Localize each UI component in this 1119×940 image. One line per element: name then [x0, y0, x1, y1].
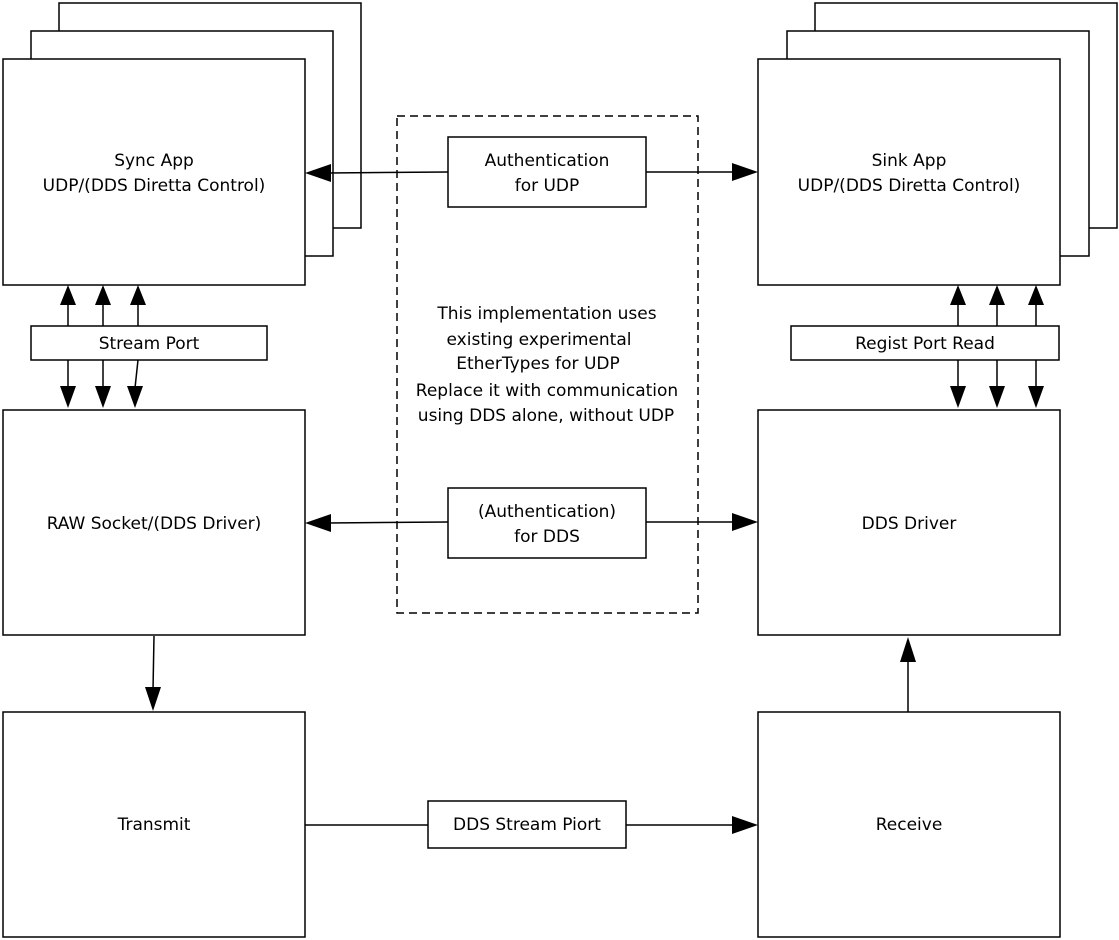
regist-port-read-node: Regist Port Read	[790, 325, 1060, 361]
sink-app-stack: Sink App UDP/(DDS Diretta Control)	[757, 2, 1118, 286]
receive-node: Receive	[757, 711, 1061, 938]
raw-to-transmit-line	[152, 635, 155, 691]
receive-to-driver-arrowhead	[900, 637, 916, 662]
note-line-1: This implementation uses	[436, 304, 656, 324]
regist-port-read-box	[790, 325, 1060, 361]
dds-stream-port-node: DDS Stream Piort	[427, 800, 627, 849]
sync-app-subtitle: UDP/(DDS Diretta Control)	[43, 176, 266, 196]
dashed-region	[396, 115, 699, 614]
stream-arrowhead-down-2	[95, 386, 111, 408]
auth-dds-to-raw-line	[326, 521, 449, 524]
regist-arrowhead-up-2	[989, 285, 1005, 305]
transmit-label: Transmit	[117, 815, 191, 835]
dds-driver-node: DDS Driver	[757, 409, 1061, 636]
raw-socket-box	[2, 409, 306, 636]
auth-udp-node: Authentication for UDP	[447, 136, 647, 208]
auth-udp-line1: Authentication	[485, 151, 610, 171]
stream-port-label: Stream Port	[99, 334, 200, 354]
auth-udp-box	[447, 136, 647, 208]
regist-arrowhead-up-3	[1028, 285, 1044, 305]
stream-port-node: Stream Port	[30, 325, 268, 361]
note-line-3: EtherTypes for UDP	[456, 354, 620, 374]
raw-socket-node: RAW Socket/(DDS Driver)	[2, 409, 306, 636]
stream-arrowhead-up-3	[130, 285, 146, 305]
dds-stream-port-label: DDS Stream Piort	[453, 815, 601, 835]
note-line-2: existing experimental	[447, 330, 632, 350]
sink-app-subtitle: UDP/(DDS Diretta Control)	[798, 176, 1021, 196]
regist-arrowhead-down-3	[1028, 386, 1044, 408]
sync-app-box	[2, 58, 306, 286]
receive-label: Receive	[876, 815, 943, 835]
sink-app-box	[757, 58, 1061, 286]
dds-driver-label: DDS Driver	[862, 514, 957, 534]
regist-port-arrows	[950, 285, 1044, 408]
stream-arrowhead-down-1	[60, 386, 76, 408]
regist-port-read-label: Regist Port Read	[855, 334, 995, 354]
stream-arrowhead-down-3	[127, 386, 143, 408]
auth-dds-line2: for DDS	[514, 527, 580, 547]
transmit-node: Transmit	[2, 711, 306, 938]
sync-app-stack: Sync App UDP/(DDS Diretta Control)	[2, 2, 362, 286]
note-text: This implementation uses existing experi…	[416, 304, 678, 426]
note-line-4: Replace it with communication	[416, 381, 678, 401]
dds-driver-box	[757, 409, 1061, 636]
regist-arrowhead-down-2	[989, 386, 1005, 408]
auth-udp-to-sync-arrowhead	[305, 164, 331, 182]
note-line-5: using DDS alone, without UDP	[418, 406, 674, 426]
auth-dds-to-driver-arrowhead	[732, 513, 758, 531]
auth-dds-line1: (Authentication)	[478, 502, 616, 522]
receive-box	[757, 711, 1061, 938]
auth-udp-line2: for UDP	[515, 176, 580, 196]
raw-to-transmit-arrowhead	[145, 687, 161, 711]
raw-socket-label: RAW Socket/(DDS Driver)	[47, 514, 262, 534]
auth-udp-to-sink-arrowhead	[732, 163, 758, 181]
sink-app-title: Sink App	[872, 151, 947, 171]
regist-arrowhead-up-1	[950, 285, 966, 305]
auth-dds-box	[447, 487, 647, 559]
stream-arrow-down-3	[134, 359, 139, 389]
stream-port-arrows	[60, 285, 146, 408]
auth-udp-to-sync-line	[326, 171, 449, 174]
dds-stream-port-box	[427, 800, 627, 849]
regist-arrowhead-down-1	[950, 386, 966, 408]
auth-dds-to-raw-arrowhead	[305, 514, 331, 532]
transmit-box	[2, 711, 306, 938]
stream-arrowhead-up-2	[95, 285, 111, 305]
stream-arrowhead-up-1	[60, 285, 76, 305]
stream-to-receive-arrowhead	[732, 816, 758, 834]
sync-app-title: Sync App	[114, 151, 194, 171]
stream-port-box	[30, 325, 268, 361]
auth-dds-node: (Authentication) for DDS	[447, 487, 647, 559]
